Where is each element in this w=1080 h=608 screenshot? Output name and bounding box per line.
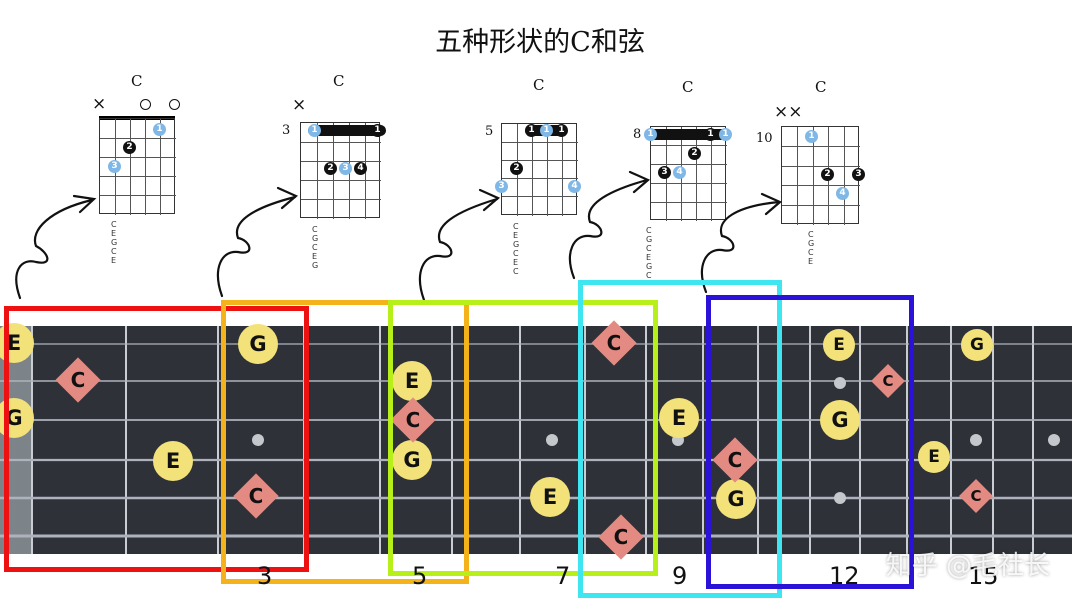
fretboard — [0, 326, 1072, 554]
finger-dot: 2 — [821, 168, 834, 181]
string-names: C G C E G — [312, 225, 324, 270]
start-fret-label: 8 — [633, 127, 642, 142]
finger-dot: 3 — [108, 160, 121, 173]
finger-dot: 3 — [495, 180, 508, 193]
fret-number: 3 — [257, 562, 273, 590]
fret-number: 9 — [672, 562, 688, 590]
curly-arrow-2 — [217, 195, 297, 298]
curly-arrow-1 — [15, 198, 94, 300]
mute-mark: ×× — [774, 102, 803, 122]
curly-arrow-2-head — [276, 186, 299, 210]
fret-number: 12 — [829, 562, 860, 590]
chord-name: C — [533, 76, 545, 94]
finger-dot: 2 — [510, 162, 523, 175]
finger-dot: 3 — [339, 162, 352, 175]
curly-arrow-5-head — [760, 192, 783, 216]
page-title: 五种形状的C和弦 — [435, 27, 645, 58]
string-names: C G C E G C — [646, 226, 658, 280]
curly-arrow-4 — [569, 178, 649, 280]
finger-dot: 4 — [568, 180, 581, 193]
note-c-root: C — [959, 479, 993, 513]
curly-arrow-5 — [701, 200, 781, 294]
string-names: C E G C E — [111, 220, 123, 265]
finger-dot: 1 — [540, 124, 553, 137]
note-e: E — [918, 441, 950, 473]
note-g: G — [716, 479, 756, 519]
fret-number: 7 — [555, 562, 571, 590]
fret-number: 5 — [412, 562, 428, 590]
start-fret-label: 10 — [756, 131, 773, 146]
shape-box-e — [578, 280, 782, 598]
chord-name: C — [333, 72, 345, 90]
barre — [645, 129, 731, 140]
finger-dot: 1 — [644, 128, 657, 141]
finger-dot: 3 — [852, 168, 865, 181]
finger-dot: 1 — [308, 124, 321, 137]
finger-dot: 1 — [153, 123, 166, 136]
finger-dot: 1 — [525, 124, 538, 137]
curly-arrow-1-head — [72, 194, 97, 214]
note-e: E — [659, 398, 699, 438]
note-g: G — [238, 324, 278, 364]
chord-name: C — [131, 72, 143, 90]
barre — [308, 125, 386, 136]
watermark: 知乎 @毛社长 — [885, 551, 1050, 581]
mute-mark: × — [292, 95, 307, 115]
fret-number: 15 — [968, 562, 999, 590]
chord-name: C — [815, 78, 827, 96]
note-e: E — [153, 441, 193, 481]
note-e: E — [392, 361, 432, 401]
string-names: C E G C E C — [513, 222, 525, 276]
note-e: E — [530, 477, 570, 517]
finger-dot: 1 — [704, 128, 717, 141]
finger-dot: 1 — [555, 124, 568, 137]
note-e: E — [823, 329, 855, 361]
mute-mark: × — [92, 94, 107, 114]
note-g: G — [961, 329, 993, 361]
note-g: G — [820, 400, 860, 440]
string-names: C G C E — [808, 230, 820, 266]
finger-dot: 1 — [719, 128, 732, 141]
shape-box-a — [221, 300, 469, 584]
finger-dot: 1 — [805, 130, 818, 143]
finger-dot: 1 — [371, 124, 384, 137]
finger-dot: 2 — [324, 162, 337, 175]
start-fret-label: 3 — [282, 123, 291, 138]
open-string-mark — [169, 99, 180, 110]
open-string-mark — [140, 99, 151, 110]
start-fret-label: 5 — [485, 124, 494, 139]
shape-box-g — [388, 300, 658, 576]
curly-arrow-4-head — [628, 170, 651, 194]
finger-dot: 2 — [123, 141, 136, 154]
note-g: G — [392, 440, 432, 480]
chord-name: C — [682, 78, 694, 96]
finger-dot: 4 — [354, 162, 367, 175]
finger-dot: 2 — [688, 147, 701, 160]
shape-box-c — [4, 306, 309, 572]
note-c-label: C — [970, 487, 982, 505]
finger-dot: 4 — [673, 166, 686, 179]
curly-arrow-3-head — [478, 188, 501, 212]
shape-box-d — [706, 295, 914, 589]
finger-dot: 3 — [658, 166, 671, 179]
curly-arrow-3 — [419, 197, 499, 302]
finger-dot: 4 — [836, 187, 849, 200]
